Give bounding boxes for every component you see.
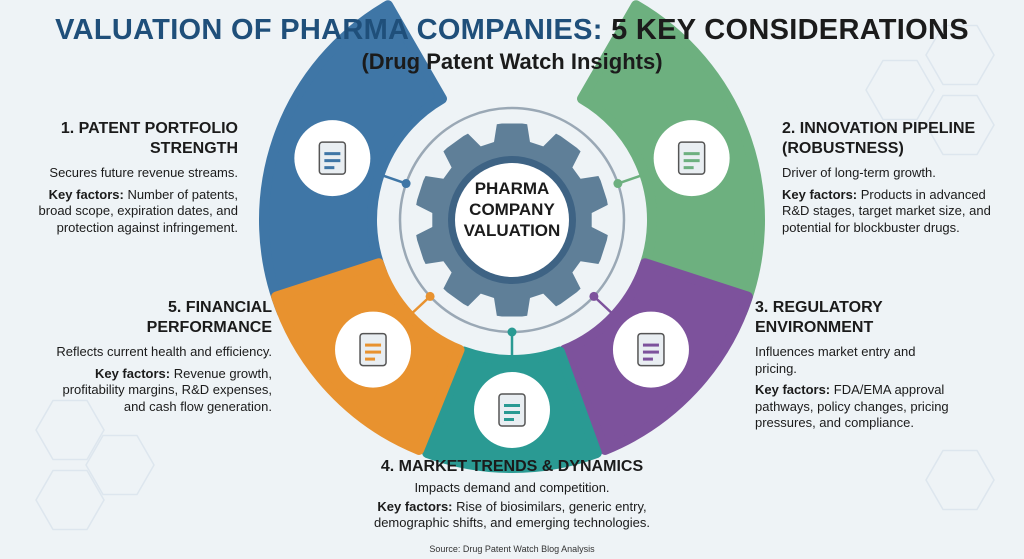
key-factors-label: Key factors: xyxy=(755,382,830,397)
connector-dot xyxy=(613,179,622,188)
key-factors-label: Key factors: xyxy=(49,187,124,202)
section-heading: 2. INNOVATION PIPELINE (ROBUSTNESS) xyxy=(782,119,997,159)
section-patent-portfolio: 1. PATENT PORTFOLIO STRENGTH Secures fut… xyxy=(30,119,238,241)
section-summary: Secures future revenue streams. xyxy=(30,165,238,182)
page-title: VALUATION OF PHARMA COMPANIES: 5 KEY CON… xyxy=(0,14,1024,47)
center-label: PHARMA COMPANY VALUATION xyxy=(452,178,572,241)
page-subtitle: (Drug Patent Watch Insights) xyxy=(0,49,1024,75)
section-heading: 1. PATENT PORTFOLIO STRENGTH xyxy=(30,119,238,159)
section-summary: Reflects current health and efficiency. xyxy=(40,344,272,361)
connector-dot xyxy=(402,179,411,188)
coins-report-icon xyxy=(335,312,411,388)
section-financial-performance: 5. FINANCIAL PERFORMANCE Reflects curren… xyxy=(40,298,272,420)
connector-dot xyxy=(589,292,598,301)
source-note: Source: Drug Patent Watch Blog Analysis xyxy=(0,544,1024,554)
section-summary: Influences market entry and pricing. xyxy=(755,344,955,377)
section-summary: Impacts demand and competition. xyxy=(372,480,652,497)
connector-dot xyxy=(426,292,435,301)
key-factors-label: Key factors: xyxy=(95,366,170,381)
shield-lock-document-icon xyxy=(294,120,370,196)
section-heading: 5. FINANCIAL PERFORMANCE xyxy=(40,298,272,338)
globe-trend-icon xyxy=(474,372,550,448)
section-summary: Driver of long-term growth. xyxy=(782,165,997,182)
courthouse-gavel-icon xyxy=(613,312,689,388)
hexagon xyxy=(926,451,994,510)
connector-dot xyxy=(508,328,517,337)
section-heading: 4. MARKET TRENDS & DYNAMICS xyxy=(372,457,652,477)
lab-flask-icon xyxy=(654,120,730,196)
section-market-trends: 4. MARKET TRENDS & DYNAMICS Impacts dema… xyxy=(372,457,652,537)
section-heading: 3. REGULATORY ENVIRONMENT xyxy=(755,298,955,338)
section-regulatory-environment: 3. REGULATORY ENVIRONMENT Influences mar… xyxy=(755,298,955,437)
key-factors-label: Key factors: xyxy=(782,187,857,202)
key-factors-label: Key factors: xyxy=(377,499,452,514)
section-innovation-pipeline: 2. INNOVATION PIPELINE (ROBUSTNESS) Driv… xyxy=(782,119,997,241)
